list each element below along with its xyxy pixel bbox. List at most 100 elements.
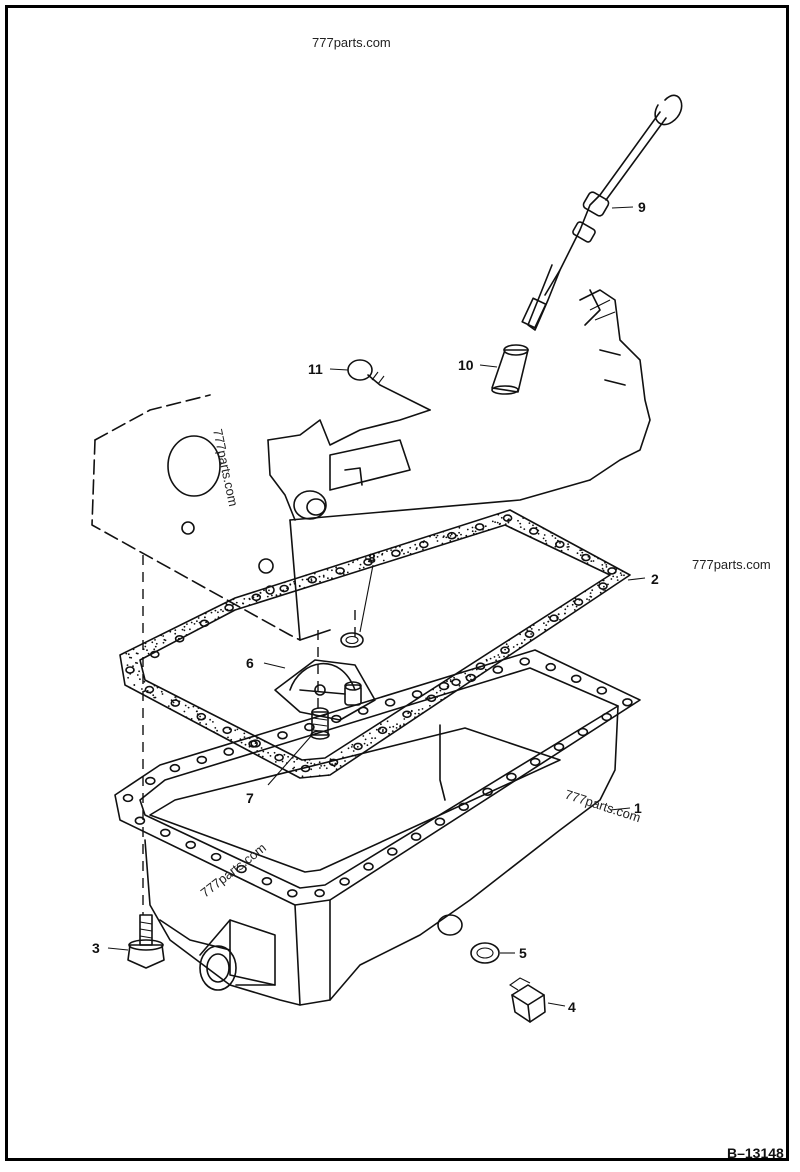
pan-bolt-hole bbox=[223, 747, 234, 756]
gasket-texture-dot bbox=[542, 527, 545, 530]
gasket-texture-dot bbox=[441, 542, 444, 545]
pan-bolt-hole bbox=[196, 755, 208, 765]
gasket-texture-dot bbox=[421, 708, 424, 710]
gasket-texture-dot bbox=[378, 551, 380, 554]
gasket-texture-dot bbox=[369, 554, 372, 557]
gasket-texture-dot bbox=[147, 680, 150, 683]
gasket-texture-dot bbox=[575, 605, 578, 608]
gasket-texture-dot bbox=[564, 608, 567, 611]
bolt-7 bbox=[310, 707, 330, 740]
gasket-texture-dot bbox=[248, 750, 251, 752]
gasket-texture-dot bbox=[612, 575, 615, 578]
gasket-texture-dot bbox=[439, 689, 442, 692]
gasket-texture-dot bbox=[360, 744, 363, 747]
pan-bolt-hole bbox=[410, 832, 422, 841]
gasket-texture-dot bbox=[230, 738, 233, 741]
gasket-texture-dot bbox=[386, 720, 389, 723]
gasket-texture-dot bbox=[209, 718, 212, 721]
gasket-texture-dot bbox=[132, 665, 134, 668]
gasket-texture-dot bbox=[178, 637, 181, 640]
gasket-texture-dot bbox=[433, 534, 436, 536]
gasket-texture-dot bbox=[154, 696, 157, 699]
gasket-texture-dot bbox=[460, 533, 462, 536]
gasket-texture-dot bbox=[464, 672, 467, 675]
gasket-texture-dot bbox=[303, 586, 306, 589]
gasket-bolt-hole bbox=[222, 726, 232, 735]
gasket-texture-dot bbox=[559, 542, 561, 544]
gasket-texture-dot bbox=[210, 611, 213, 614]
gasket-texture-dot bbox=[242, 602, 244, 605]
gasket-texture-dot bbox=[500, 516, 503, 519]
gasket-texture-dot bbox=[519, 522, 522, 525]
gasket-texture-dot bbox=[376, 556, 379, 558]
gasket-texture-dot bbox=[132, 648, 135, 651]
gasket-texture-dot bbox=[414, 712, 417, 715]
pan-bolt-hole bbox=[492, 665, 504, 674]
gasket-texture-dot bbox=[217, 611, 219, 614]
gasket-texture-dot bbox=[356, 558, 359, 560]
gasket-texture-dot bbox=[240, 741, 243, 744]
gasket-texture-dot bbox=[162, 641, 165, 644]
gasket-texture-dot bbox=[523, 638, 526, 641]
gasket-texture-dot bbox=[153, 648, 156, 651]
gasket-texture-dot bbox=[370, 741, 372, 744]
gasket-texture-dot bbox=[248, 598, 251, 601]
gasket-texture-dot bbox=[567, 548, 569, 551]
gasket-texture-dot bbox=[214, 727, 217, 729]
gasket-texture-dot bbox=[581, 551, 584, 554]
gasket-texture-dot bbox=[385, 730, 387, 733]
gasket-texture-dot bbox=[183, 625, 186, 628]
gasket-texture-dot bbox=[130, 656, 133, 659]
gasket-texture-dot bbox=[616, 579, 619, 581]
gasket-texture-dot bbox=[548, 616, 551, 619]
gasket-texture-dot bbox=[205, 621, 208, 624]
gasket-texture-dot bbox=[545, 542, 548, 545]
gasket-texture-dot bbox=[391, 730, 394, 732]
gasket-bolt-hole bbox=[524, 630, 535, 639]
gasket-texture-dot bbox=[474, 526, 477, 529]
gasket-texture-dot bbox=[522, 517, 525, 519]
gasket-texture-dot bbox=[510, 527, 513, 529]
gasket-texture-dot bbox=[613, 566, 616, 568]
gasket-texture-dot bbox=[573, 609, 576, 611]
gasket-texture-dot bbox=[589, 595, 592, 598]
gasket-texture-dot bbox=[322, 574, 325, 577]
gasket-texture-dot bbox=[212, 721, 214, 723]
gasket-texture-dot bbox=[599, 591, 602, 594]
gasket-texture-dot bbox=[422, 548, 424, 551]
gasket-texture-dot bbox=[175, 698, 177, 701]
gasket-texture-dot bbox=[327, 577, 329, 580]
pan-bolt-hole bbox=[261, 877, 273, 886]
gasket-texture-dot bbox=[244, 743, 247, 746]
gasket-texture-dot bbox=[174, 696, 177, 698]
gasket-texture-dot bbox=[442, 530, 445, 533]
gasket-texture-dot bbox=[529, 535, 532, 538]
gasket-texture-dot bbox=[267, 751, 269, 754]
gasket-texture-dot bbox=[372, 556, 375, 558]
gasket-bolt-hole bbox=[170, 699, 181, 707]
gasket-texture-dot bbox=[597, 584, 599, 587]
gasket-texture-dot bbox=[146, 649, 148, 652]
gasket-texture-dot bbox=[532, 624, 535, 626]
gasket-texture-dot bbox=[195, 710, 198, 713]
gasket-texture-dot bbox=[138, 670, 141, 673]
gasket-texture-dot bbox=[146, 690, 149, 692]
gasket-texture-dot bbox=[544, 539, 547, 542]
gasket-texture-dot bbox=[234, 729, 237, 732]
gasket-texture-dot bbox=[276, 754, 279, 757]
gasket-texture-dot bbox=[607, 583, 609, 586]
gasket-texture-dot bbox=[487, 528, 490, 531]
callout-9: 9 bbox=[638, 199, 646, 215]
pan-bolt-hole bbox=[384, 698, 396, 707]
gasket-texture-dot bbox=[544, 628, 546, 631]
pan-bolt-hole bbox=[236, 864, 247, 874]
gasket-texture-dot bbox=[261, 755, 264, 758]
gasket-texture-dot bbox=[388, 732, 390, 735]
gasket-texture-dot bbox=[436, 540, 439, 542]
callout-10: 10 bbox=[458, 357, 474, 373]
gasket-texture-dot bbox=[517, 519, 519, 522]
gasket-texture-dot bbox=[347, 747, 350, 750]
engine-block bbox=[91, 289, 651, 641]
gasket-texture-dot bbox=[335, 768, 338, 771]
gasket-texture-dot bbox=[602, 569, 605, 572]
